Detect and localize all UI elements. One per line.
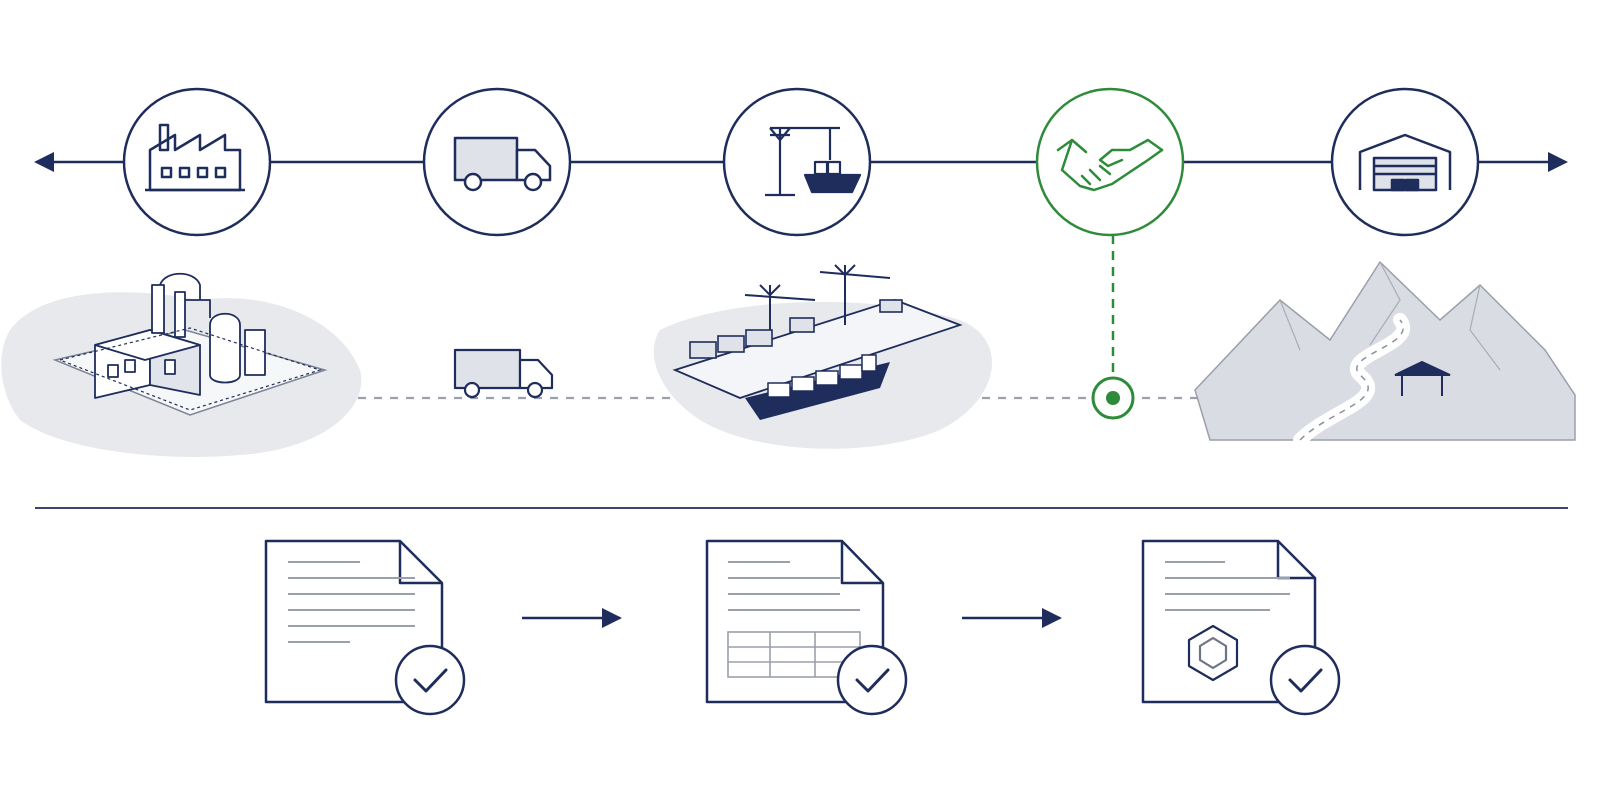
stage-factory (122, 87, 272, 237)
check-badge (394, 644, 466, 716)
stage-truck (422, 87, 572, 237)
handshake-icon (1056, 138, 1164, 192)
port-crane-ship-icon (765, 126, 862, 197)
handover-point-marker (1091, 376, 1135, 420)
stage-handshake (1035, 87, 1185, 237)
depot-shelter (1394, 360, 1451, 396)
truck-icon (453, 136, 552, 192)
document-table-verified-icon (705, 539, 908, 716)
stage-port (722, 87, 872, 237)
truck-illustration (453, 348, 554, 399)
factory-illustration (1, 272, 362, 457)
timeline (34, 87, 1568, 237)
mountain-depot-illustration (1194, 260, 1576, 447)
scene (1, 235, 1576, 457)
document-table-grid (727, 631, 861, 678)
check-badge (1269, 644, 1341, 716)
timeline-arrow-left (34, 152, 54, 172)
factory-icon (145, 123, 245, 192)
stage-warehouse (1330, 87, 1480, 237)
port-illustration (653, 264, 993, 449)
document-certificate-verified-icon (1141, 539, 1341, 716)
document-flow (264, 539, 1341, 716)
warehouse-icon (1358, 133, 1452, 192)
certificate-seal-icon (1187, 624, 1239, 682)
timeline-arrow-right (1548, 152, 1568, 172)
check-badge (836, 644, 908, 716)
document-verified-icon (264, 539, 466, 716)
